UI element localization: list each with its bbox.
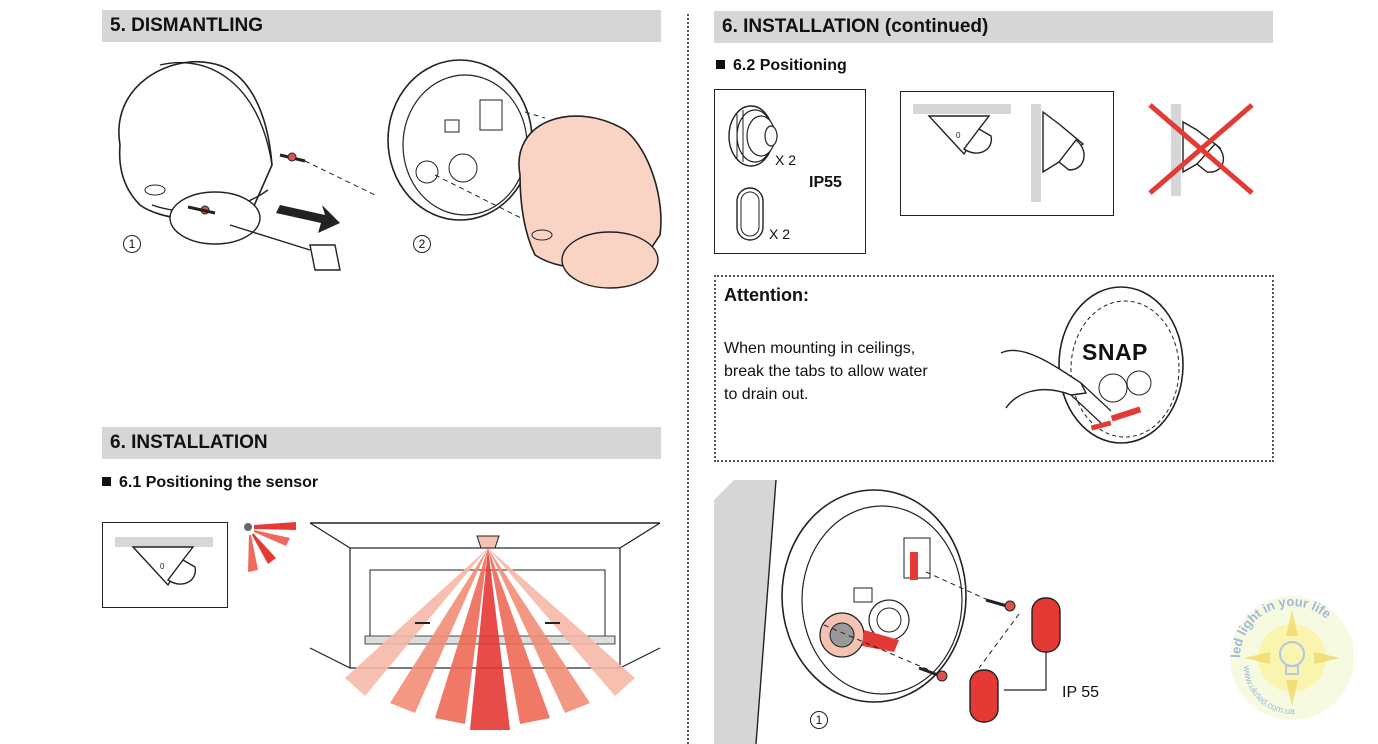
svg-text:0: 0 [160, 562, 165, 571]
dismantling-header: 5. DISMANTLING [102, 10, 661, 42]
snap-tab-illustration [1000, 286, 1184, 444]
dismantling-step2-badge: 2 [413, 235, 431, 253]
sensor-mount-box: 0 [102, 522, 228, 608]
positioning-subtitle: 6.2 Positioning [716, 57, 847, 75]
installation-subtitle: 6.1 Positioning the sensor [102, 474, 318, 492]
attention-heading: Attention: [724, 285, 809, 305]
dismantling-step1-badge: 1 [123, 235, 141, 253]
sensor-wall-icon: 0 [115, 537, 213, 587]
attention-box: Attention: When mounting in ceilings, br… [714, 275, 1274, 462]
bullet-square-icon [102, 477, 111, 486]
dismantling-step1-illustration [118, 61, 376, 271]
plug-qty: X 2 [775, 152, 797, 168]
dismantling-step2-illustration [387, 59, 662, 289]
installation-header: 6. INSTALLATION [102, 427, 661, 459]
attention-line-1: When mounting in ceilings, [724, 340, 916, 357]
cap-qty: X 2 [769, 226, 791, 242]
watermark-logo: led light in your life www.ukrled.com.ua [1228, 594, 1354, 720]
incorrect-orientation-cross-icon [1148, 103, 1254, 196]
dismantling-title: 5. DISMANTLING [110, 15, 264, 36]
svg-text:0: 0 [956, 131, 961, 140]
installation-continued-header: 6. INSTALLATION (continued) [714, 11, 1273, 43]
snap-label: SNAP [1082, 339, 1148, 365]
column-divider [687, 14, 689, 744]
bottom-step1-badge: 1 [810, 711, 828, 729]
drain-cap-icon [736, 187, 764, 241]
installation-continued-title: 6. INSTALLATION (continued) [722, 16, 989, 37]
ip-rating-label: IP55 [809, 174, 842, 191]
ip55-label: IP 55 [1062, 684, 1100, 701]
installation-title: 6. INSTALLATION [110, 432, 268, 453]
cable-plug-icon [728, 105, 778, 167]
attention-line-2: break the tabs to allow water [724, 363, 928, 380]
attention-line-3: to drain out. [724, 386, 809, 403]
room-detection-illustration [309, 522, 661, 730]
detection-fan-icon [244, 522, 296, 572]
ceiling-and-wall-mount-icons: 0 [913, 104, 1085, 202]
bullet-square-icon [716, 60, 725, 69]
kit-contents-box: X 2 IP55 X 2 [714, 89, 866, 254]
ip55-mounting-illustration [714, 479, 1061, 744]
correct-orientation-box: 0 [900, 91, 1114, 216]
